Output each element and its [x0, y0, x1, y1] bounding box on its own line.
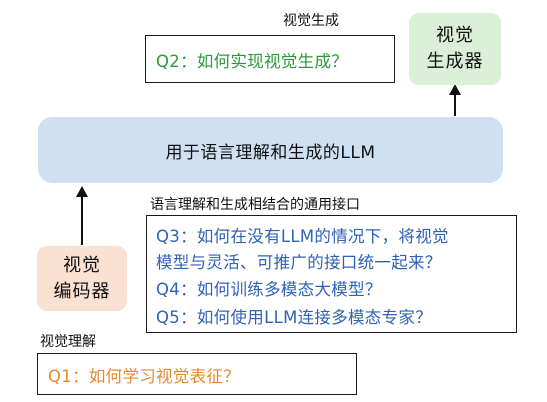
arrow-encoder-to-llm-head [76, 186, 88, 197]
visual-generator-box: 视觉 生成器 [409, 13, 501, 85]
q5-text: Q5：如何使用LLM连接多模态专家？ [156, 308, 433, 327]
q2-box [145, 35, 395, 83]
visual-generation-label: 视觉生成 [283, 13, 339, 29]
visual-understanding-label: 视觉理解 [40, 334, 96, 350]
q1-text: Q1：如何学习视觉表征？ [48, 367, 241, 386]
visual-encoder-box: 视觉 编码器 [37, 246, 127, 311]
llm-box: 用于语言理解和生成的LLM [38, 117, 503, 183]
q3-q5-box [146, 215, 517, 333]
visual-encoder-line1: 视觉 [63, 254, 101, 276]
visual-encoder-line2: 编码器 [53, 280, 111, 302]
interface-label: 语言理解和生成相结合的通用接口 [150, 197, 360, 213]
q3-line2: 模型与灵活、可推广的接口统一起来？ [156, 253, 442, 272]
visual-generator-line1: 视觉 [436, 25, 474, 46]
q3-line1: Q3：如何在没有LLM的情况下，将视觉 [156, 227, 449, 246]
q1-box [37, 353, 357, 395]
q2-text: Q2：如何实现视觉生成？ [156, 52, 349, 71]
visual-generator-line2: 生成器 [426, 51, 484, 72]
q4-text: Q4：如何训练多模态大模型？ [156, 280, 382, 299]
llm-label: 用于语言理解和生成的LLM [165, 142, 376, 163]
arrow-llm-to-generator-head [449, 84, 461, 95]
